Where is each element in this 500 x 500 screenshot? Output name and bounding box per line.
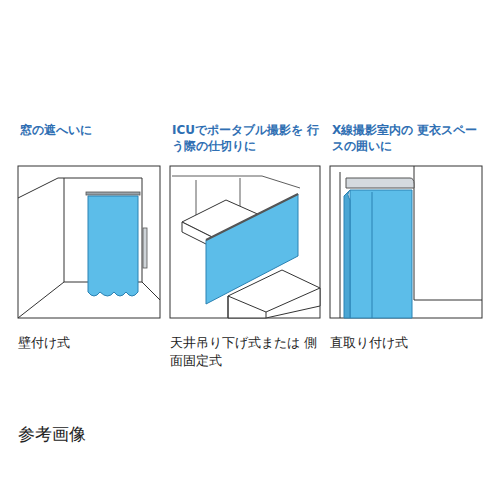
panel-heading: 窓の遮へいに: [20, 122, 164, 138]
panel-heading: ICUでポータブル撮影を 行う際の仕切りに: [172, 122, 322, 154]
panel-frame: [170, 166, 320, 318]
mount-type-caption: 壁付け式: [18, 334, 162, 352]
panel-heading: X線撮影室内の 更衣スペースの囲いに: [332, 122, 485, 154]
reference-note: 参考画像: [18, 424, 86, 444]
mount-type-caption: 天井吊り下げ式または 側面固定式: [170, 334, 320, 370]
panel-frame: [330, 166, 482, 318]
mount-type-caption: 直取り付け式: [330, 334, 483, 352]
panel-frame: [18, 166, 160, 318]
